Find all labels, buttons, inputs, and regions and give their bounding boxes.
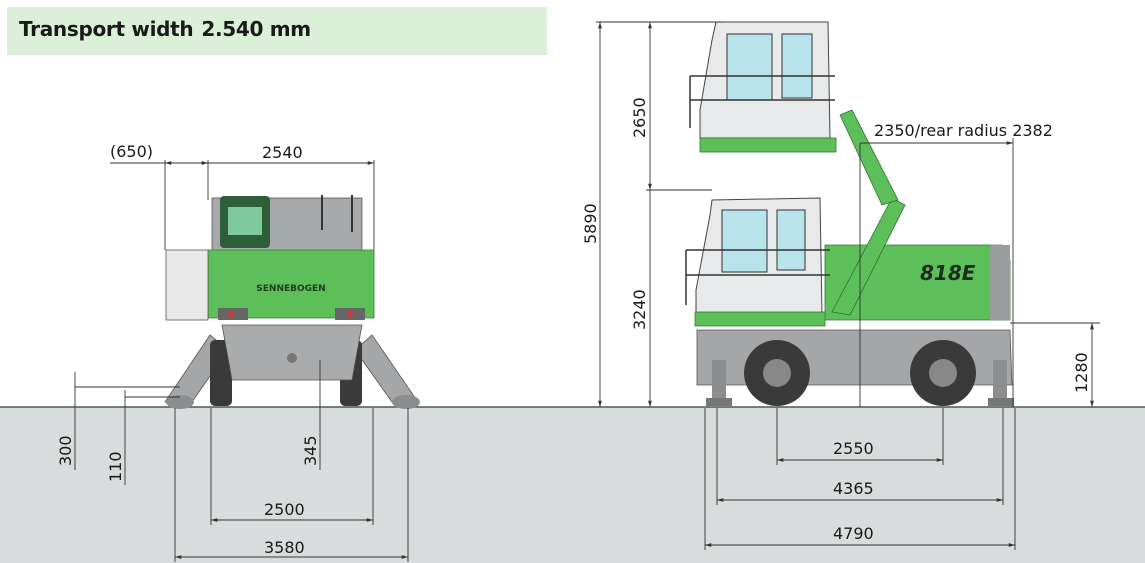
side-view-machine: 818E (685, 21, 1014, 406)
title-label: Transport width (19, 17, 194, 41)
rear-logo: SENNEBOGEN (256, 284, 325, 294)
dim-650: (650) (110, 142, 153, 161)
ground (0, 407, 1145, 563)
rear-view-machine: SENNEBOGEN (164, 195, 420, 409)
title-banner (7, 7, 547, 55)
dim-2550: 2550 (833, 439, 874, 458)
dim-rear-radius: 2350/rear radius 2382 (874, 121, 1053, 140)
dim-4790: 4790 (833, 524, 874, 543)
dim-300: 300 (56, 435, 75, 466)
dim-5890: 5890 (581, 203, 600, 244)
dim-3580: 3580 (264, 538, 305, 557)
transport-width-title: Transport width 2.540 mm (19, 17, 311, 41)
dim-345: 345 (301, 435, 320, 466)
dim-2650: 2650 (630, 97, 649, 138)
dim-110: 110 (106, 451, 125, 482)
dim-2540: 2540 (262, 143, 303, 162)
title-value: 2.540 mm (201, 17, 311, 41)
dim-1280: 1280 (1072, 352, 1091, 393)
side-view-dimensions: 5890 2650 3240 2350/rear radius 2382 128… (581, 21, 1100, 550)
model-badge: 818E (920, 261, 976, 285)
dim-2500: 2500 (264, 500, 305, 519)
rear-view-dimensions: (650) 2540 300 110 345 2500 3580 (56, 142, 409, 562)
dim-3240: 3240 (630, 289, 649, 330)
dim-4365: 4365 (833, 479, 874, 498)
